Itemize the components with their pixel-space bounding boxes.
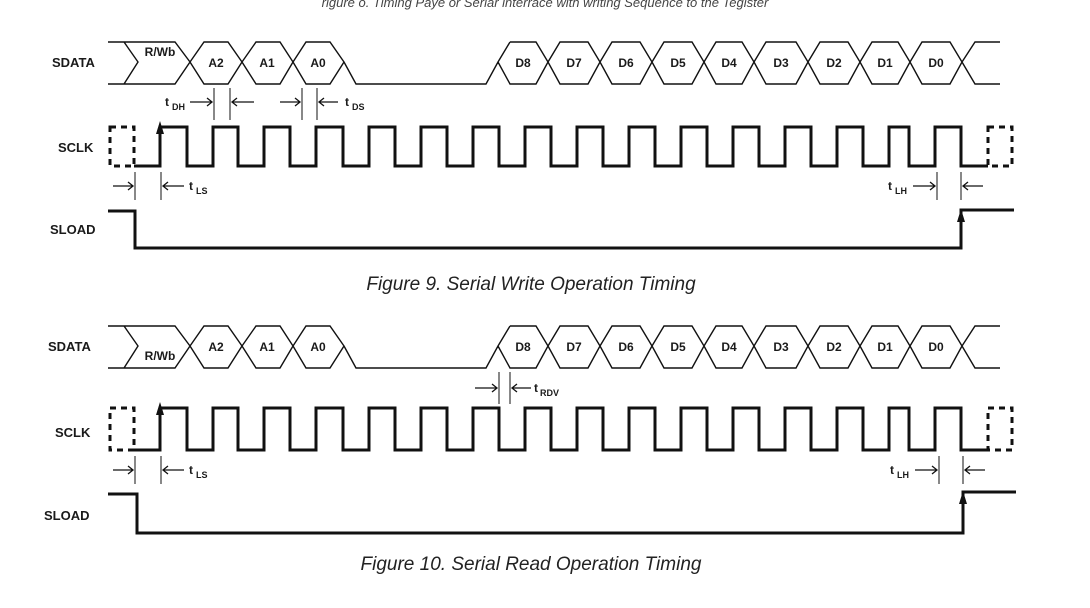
tds-label-sub: DS [352,102,365,112]
tds-annotation: t DS [280,88,365,120]
bit-d1-label: D1 [877,56,893,70]
sload-rise-arrow [957,209,965,222]
bit-a0-label: A0 [310,340,326,354]
tds-label-main: t [345,95,349,109]
trdv-label-main: t [534,381,538,395]
trdv-annotation: t RDV [475,372,559,404]
tdh-label-main: t [165,95,169,109]
tls-label-main: t [189,463,193,477]
bit-d7-label: D7 [566,340,582,354]
tdh-annotation: t DH [165,88,254,120]
sdata-bus-waveform [108,325,1000,369]
bit-a1-label: A1 [259,340,275,354]
bit-d1-label: D1 [877,340,893,354]
trdv-label-sub: RDV [540,388,559,398]
bit-d0-label: D0 [928,340,944,354]
sdata-bus-waveform [108,41,1000,85]
sdata-label: SDATA [48,339,91,354]
sclk-dashed-start [108,406,136,452]
tlh-annotation: t LH [888,172,983,200]
bit-d8-label: D8 [515,340,531,354]
bit-d5-label: D5 [670,56,686,70]
tlh-label-main: t [890,463,894,477]
tls-annotation: t LS [113,456,208,484]
bit-d4-label: D4 [721,56,737,70]
figure-9-caption: Figure 9. Serial Write Operation Timing [366,274,696,295]
bit-a2-label: A2 [208,56,224,70]
rw-bit-label: R/Wb [145,45,176,59]
bit-d7-label: D7 [566,56,582,70]
sload-label: SLOAD [44,508,90,523]
sload-waveform [108,208,1014,250]
sclk-first-edge-arrow [156,402,164,415]
figure-10-caption: Figure 10. Serial Read Operation Timing [361,554,702,575]
clipped-header-text: rigure o. Timing Paye or Seriar interrac… [322,0,769,10]
bit-d6-label: D6 [618,56,634,70]
tlh-label-sub: LH [895,186,907,196]
read-timing-diagram: SDATA SCLK SLOAD R/Wb A2 A1 A0 D8 D7 D6 … [44,325,1016,575]
tdh-label-sub: DH [172,102,185,112]
bit-a1-label: A1 [259,56,275,70]
sclk-waveform [134,406,988,452]
tls-annotation: t LS [113,172,208,200]
sload-label: SLOAD [50,222,96,237]
sload-waveform [108,490,1016,535]
sclk-label: SCLK [55,425,91,440]
sdata-label: SDATA [52,55,95,70]
bit-d6-label: D6 [618,340,634,354]
bit-a2-label: A2 [208,340,224,354]
bit-d5-label: D5 [670,340,686,354]
bit-a0-label: A0 [310,56,326,70]
tlh-label-sub: LH [897,470,909,480]
bit-d8-label: D8 [515,56,531,70]
sload-rise-arrow [959,491,967,504]
sclk-dashed-start [108,125,136,168]
bit-d2-label: D2 [826,56,842,70]
bit-d3-label: D3 [773,56,789,70]
sclk-first-edge-arrow [156,121,164,134]
bit-d3-label: D3 [773,340,789,354]
bit-d2-label: D2 [826,340,842,354]
sclk-label: SCLK [58,140,94,155]
tlh-annotation: t LH [890,456,985,484]
tls-label-main: t [189,179,193,193]
write-timing-diagram: SDATA SCLK SLOAD R/Wb A2 A1 A0 D8 D7 D6 … [50,41,1014,295]
bit-d4-label: D4 [721,340,737,354]
rw-bit-label: R/Wb [145,349,176,363]
sclk-waveform [134,125,988,168]
bit-d0-label: D0 [928,56,944,70]
sclk-dashed-end [986,125,1014,168]
sclk-dashed-end [986,406,1014,452]
tlh-label-main: t [888,179,892,193]
tls-label-sub: LS [196,186,208,196]
tls-label-sub: LS [196,470,208,480]
